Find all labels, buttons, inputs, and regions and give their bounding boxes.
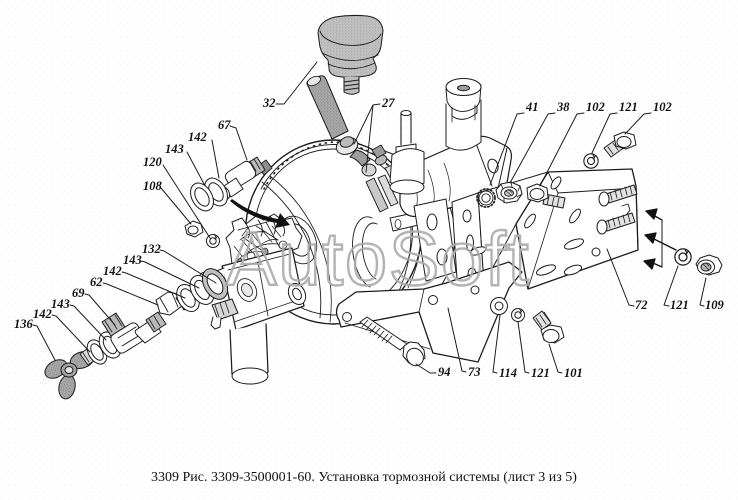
svg-text:142: 142 [103,264,122,278]
svg-text:121: 121 [670,298,689,312]
svg-text:41: 41 [525,100,539,114]
svg-text:101: 101 [564,366,583,380]
svg-text:62: 62 [90,275,103,289]
svg-text:132: 132 [142,242,161,256]
svg-text:102: 102 [586,100,605,114]
svg-text:143: 143 [51,297,70,311]
svg-text:72: 72 [635,298,648,312]
svg-text:142: 142 [188,130,207,144]
svg-text:67: 67 [218,118,231,132]
svg-text:143: 143 [123,253,142,267]
svg-text:27: 27 [381,96,395,110]
svg-text:32: 32 [262,96,276,110]
svg-text:121: 121 [531,366,550,380]
svg-text:69: 69 [72,286,85,300]
svg-text:108: 108 [143,179,163,193]
svg-text:143: 143 [165,142,184,156]
svg-text:102: 102 [653,100,672,114]
svg-text:73: 73 [468,365,481,379]
svg-text:AutoSoft: AutoSoft [226,217,530,302]
svg-text:114: 114 [499,366,517,380]
svg-text:136: 136 [14,317,34,331]
svg-text:120: 120 [143,155,163,169]
svg-text:121: 121 [619,100,638,114]
svg-text:94: 94 [438,365,451,379]
svg-text:142: 142 [33,307,52,321]
svg-text:109: 109 [705,298,725,312]
svg-text:38: 38 [556,100,570,114]
